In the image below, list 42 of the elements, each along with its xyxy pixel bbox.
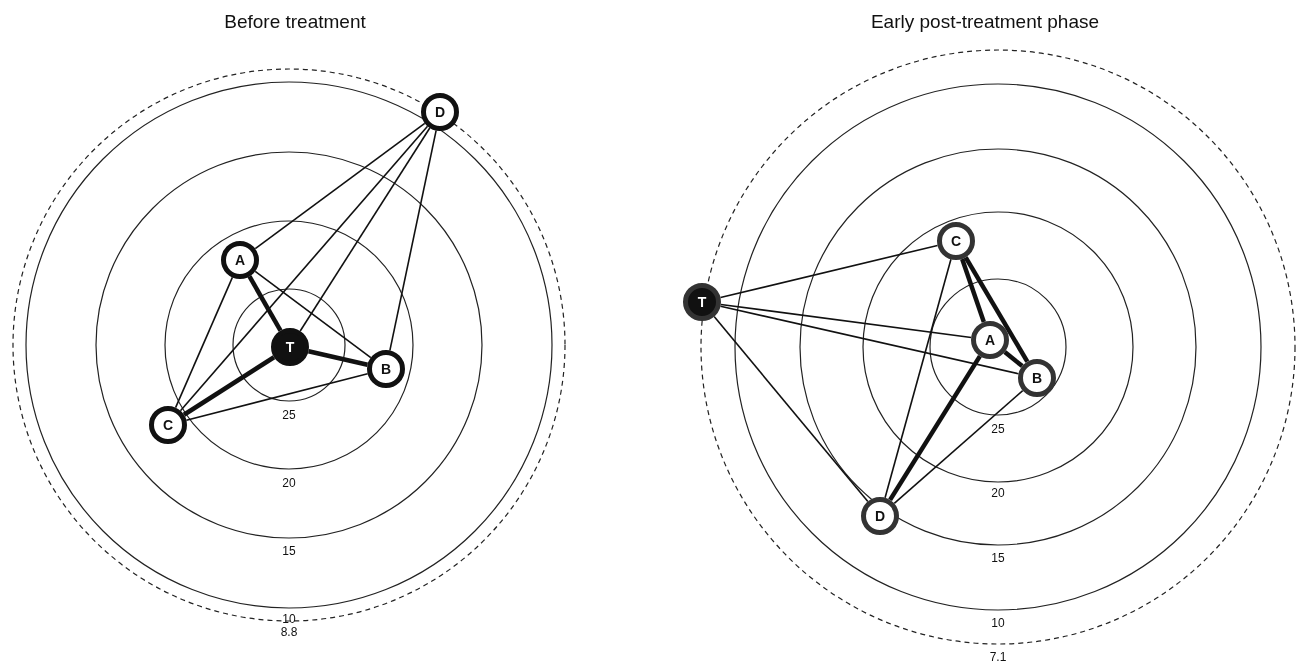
- connection-line: [888, 354, 982, 502]
- node-circle: D: [861, 497, 899, 535]
- node-circle: T: [271, 328, 309, 366]
- connection-line: [247, 275, 283, 332]
- connection-line: [179, 125, 429, 412]
- ring-value-label: 7.1: [989, 650, 1007, 664]
- node-circle: T: [683, 283, 721, 321]
- connection-line: [185, 372, 369, 422]
- connection-line: [308, 349, 368, 367]
- connection-line: [963, 256, 1030, 363]
- panel-title: Before treatment: [224, 11, 366, 33]
- connection-line: [719, 244, 939, 299]
- ring-value-label: 25: [991, 422, 1005, 436]
- connection-line: [174, 276, 234, 409]
- ring-value-label: 10: [991, 616, 1005, 630]
- connection-line: [1003, 350, 1024, 368]
- ring-value-label: 8.8: [280, 625, 298, 639]
- ring-value-label: 10: [282, 612, 296, 626]
- node-circle: C: [149, 406, 187, 444]
- connection-line: [893, 389, 1024, 505]
- connection-line: [182, 355, 276, 417]
- ring-value-label: 20: [282, 476, 296, 490]
- connection-line: [254, 270, 372, 359]
- connection-line: [389, 129, 437, 352]
- node-circle: A: [971, 321, 1009, 359]
- ring-value-label: 15: [991, 551, 1005, 565]
- node-circle: D: [421, 93, 459, 131]
- node-circle: A: [221, 241, 259, 279]
- connection-line: [713, 315, 869, 503]
- ring-value-label: 20: [991, 486, 1005, 500]
- node-circle: B: [1018, 359, 1056, 397]
- node-circle: B: [367, 350, 405, 388]
- connection-line: [884, 258, 952, 499]
- node-circle: C: [937, 222, 975, 260]
- connection-line: [960, 258, 986, 323]
- connection-line: [254, 122, 426, 250]
- ring-value-label: 15: [282, 544, 296, 558]
- connection-line: [719, 305, 1020, 375]
- connection-line: [720, 303, 972, 339]
- panel-title: Early post-treatment phase: [870, 11, 1100, 33]
- ring-value-label: 25: [282, 408, 296, 422]
- connection-line: [299, 127, 431, 332]
